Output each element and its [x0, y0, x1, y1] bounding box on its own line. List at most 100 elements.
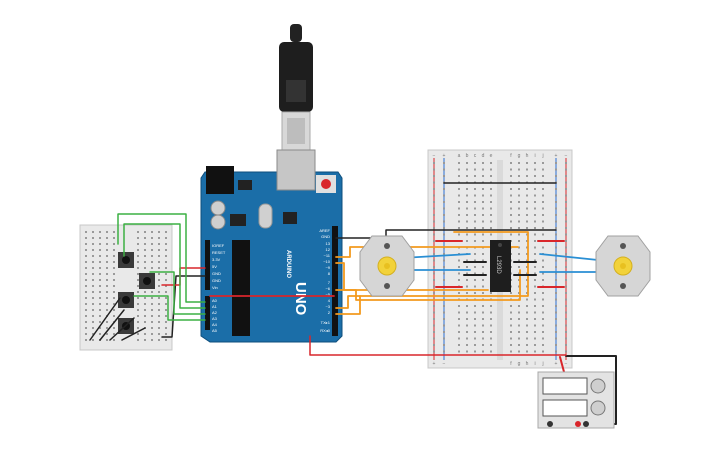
- breadboard-hole: [106, 249, 108, 251]
- breadboard-hole: [92, 243, 94, 245]
- breadboard-hole: [466, 188, 468, 190]
- breadboard-hole: [534, 331, 536, 333]
- breadboard-hole: [518, 324, 520, 327]
- breadboard-hole: [106, 273, 108, 275]
- breadboard-hole: [526, 227, 528, 229]
- breadboard-hole: [490, 214, 492, 216]
- breadboard-hole: [144, 315, 146, 317]
- breadboard-hole: [482, 168, 484, 171]
- breadboard-hole: [165, 297, 167, 299]
- breadboard-hole: [458, 175, 460, 177]
- breadboard-hole: [490, 305, 492, 307]
- breadboard-hole: [518, 240, 520, 242]
- breadboard-hole: [151, 261, 153, 263]
- breadboard-hole: [542, 233, 544, 236]
- breadboard-hole: [466, 207, 468, 210]
- breadboard-hole: [466, 279, 468, 281]
- breadboard-hole: [165, 321, 167, 323]
- pushbutton-3[interactable]: [118, 292, 134, 308]
- dc-motor-icon[interactable]: [595, 235, 651, 297]
- breadboard-hole: [458, 201, 460, 203]
- breadboard-hole: [510, 168, 512, 171]
- breadboard-hole: [474, 188, 476, 190]
- breadboard-hole: [534, 298, 536, 301]
- digital-label-8: 8: [328, 271, 331, 276]
- breadboard-hole: [137, 339, 139, 341]
- breadboard-hole: [137, 273, 139, 275]
- digital-label-aref: AREF: [319, 228, 330, 233]
- usb-cable-icon[interactable]: [279, 24, 313, 151]
- breadboard-hole: [458, 324, 460, 327]
- breadboard-hole: [144, 309, 146, 311]
- pushbutton-1[interactable]: [118, 252, 134, 268]
- col-letter-f: f: [510, 153, 512, 159]
- battery-pack-icon[interactable]: [537, 371, 615, 429]
- breadboard-hole: [518, 272, 520, 275]
- breadboard-hole: [458, 207, 460, 210]
- breadboard-hole: [510, 331, 512, 333]
- breadboard-hole: [482, 318, 484, 320]
- breadboard-hole: [474, 272, 476, 275]
- breadboard-hole: [158, 309, 160, 311]
- usb-port: [276, 149, 316, 191]
- breadboard-hole: [458, 350, 460, 353]
- breadboard-hole: [443, 201, 445, 203]
- breadboard-hole: [482, 162, 484, 164]
- breadboard-hole: [433, 181, 435, 184]
- breadboard-hole: [482, 253, 484, 255]
- breadboard-hole: [144, 303, 146, 305]
- breadboard-hole: [92, 279, 94, 281]
- breadboard-hole: [92, 309, 94, 311]
- breadboard-hole: [443, 194, 445, 197]
- analog-header: [205, 296, 210, 330]
- wire-small-bb-black-diag-3: [109, 317, 135, 341]
- breadboard-hole: [92, 249, 94, 251]
- breadboard-hole: [526, 194, 528, 197]
- breadboard-hole: [99, 243, 101, 245]
- breadboard-hole: [113, 255, 115, 257]
- breadboard-hole: [466, 214, 468, 216]
- breadboard-hole: [466, 201, 468, 203]
- digital-label-2: 2: [328, 310, 331, 315]
- breadboard-hole: [490, 175, 492, 177]
- wire-orange-2: [335, 262, 489, 291]
- breadboard-hole: [85, 273, 87, 275]
- breadboard-hole: [433, 305, 435, 307]
- breadboard-hole: [534, 279, 536, 281]
- breadboard-hole: [137, 303, 139, 305]
- breadboard-hole: [542, 266, 544, 268]
- breadboard-hole: [534, 266, 536, 268]
- l293d-chip[interactable]: L293D: [490, 240, 511, 292]
- breadboard-hole: [555, 168, 557, 171]
- breadboard-hole: [518, 285, 520, 288]
- breadboard-hole: [458, 292, 460, 294]
- rail-plus-top-right: +: [555, 153, 558, 159]
- breadboard-hole: [99, 261, 101, 263]
- dc-motor-icon[interactable]: [359, 235, 415, 297]
- breadboard-hole: [542, 168, 544, 171]
- breadboard-hole: [542, 220, 544, 223]
- wire-small-bb-black-diag-1: [89, 297, 121, 341]
- breadboard-hole: [555, 331, 557, 333]
- breadboard-hole: [106, 303, 108, 305]
- breadboard-hole: [151, 303, 153, 305]
- breadboard-hole: [466, 318, 468, 320]
- digital-label-9: ~9: [325, 265, 330, 270]
- breadboard-hole: [165, 309, 167, 311]
- breadboard-hole: [510, 162, 512, 164]
- breadboard-hole: [158, 297, 160, 299]
- power-label-reset: RESET: [212, 250, 226, 255]
- breadboard-hole: [534, 285, 536, 288]
- breadboard-hole: [106, 237, 108, 239]
- breadboard-hole: [99, 321, 101, 323]
- breadboard-hole: [113, 273, 115, 275]
- breadboard-hole: [542, 311, 544, 314]
- pushbutton-2[interactable]: [139, 273, 155, 289]
- rail-plus-top-left: +: [443, 153, 446, 159]
- arduino-uno-board[interactable]: IOREF RESET 3.3V 5V GND GND Vin A0 A1 A2…: [200, 149, 343, 343]
- col-letter-j: j: [541, 153, 543, 159]
- analog-label-a1: A1: [212, 304, 218, 309]
- analog-label-a2: A2: [212, 310, 218, 315]
- breadboard-hole: [151, 333, 153, 335]
- breadboard-hole: [165, 315, 167, 317]
